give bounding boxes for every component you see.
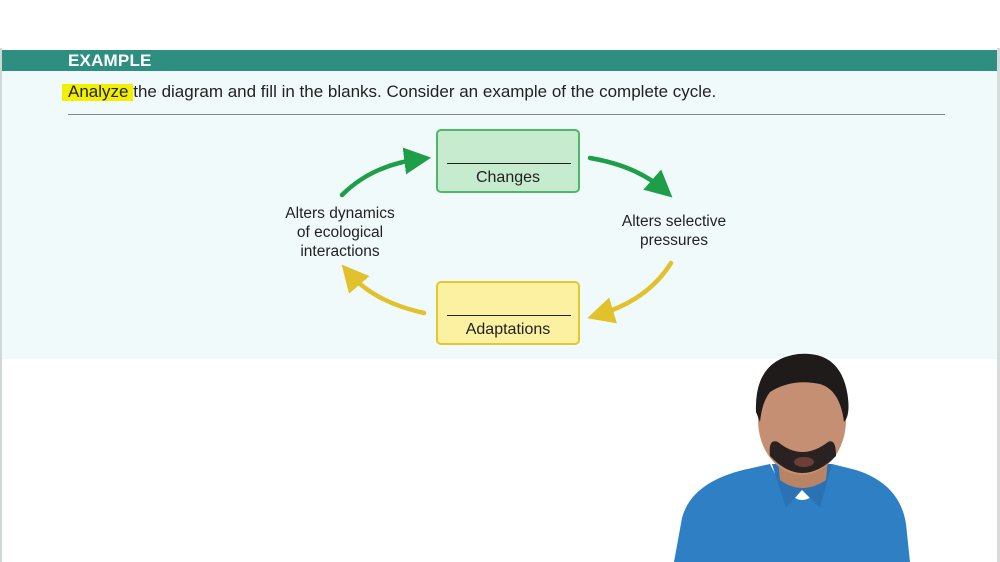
question-prompt: Analyze the diagram and fill in the blan…: [68, 82, 716, 102]
changes-label: Changes: [475, 169, 541, 186]
changes-box: Changes: [436, 129, 580, 193]
left-border: [0, 48, 2, 562]
selective-pressures-text: Alters selective pressures: [621, 213, 727, 249]
example-header-bar: EXAMPLE: [2, 50, 997, 71]
presenter-video: [674, 353, 910, 562]
ecological-interactions-text: Alters dynamics of ecological interactio…: [285, 205, 395, 260]
prompt-highlighted-text: Analyze t: [68, 82, 138, 101]
adaptations-blank-line: [447, 315, 571, 316]
right-border: [997, 48, 1000, 562]
adaptations-box: Adaptations: [436, 281, 580, 345]
arrow-left-to-changes: [339, 147, 432, 198]
prompt-text: he diagram and fill in the blanks. Consi…: [137, 82, 717, 101]
divider-line: [68, 114, 945, 115]
arrow-right-to-adaptations: [587, 260, 674, 324]
text-highlight: [62, 84, 133, 101]
adaptations-label: Adaptations: [465, 321, 551, 338]
arrow-changes-to-right: [587, 155, 673, 198]
changes-blank-line: [447, 163, 571, 164]
arrow-adaptations-to-left: [341, 264, 427, 316]
example-label: EXAMPLE: [68, 51, 152, 70]
